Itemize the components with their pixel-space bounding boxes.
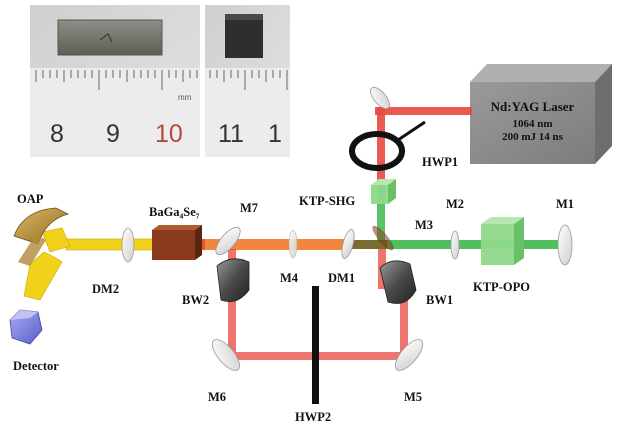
label-m2: M2 [446, 197, 465, 211]
m4-mirror [288, 229, 298, 259]
label-ktp-opo: KTP-OPO [473, 280, 530, 294]
dm1-mirror [341, 229, 355, 259]
m5-mirror [394, 339, 424, 371]
mid-ir-beam [23, 227, 159, 301]
ruler-number-11: 11 [218, 120, 244, 148]
orange-beam [200, 239, 350, 250]
m1-mirror [557, 224, 573, 266]
mixed-beam [345, 240, 387, 249]
ndyag-laser-box [470, 64, 612, 164]
label-ktp-shg: KTP-SHG [299, 194, 356, 208]
label-detector: Detector [13, 359, 59, 373]
label-m1: M1 [556, 197, 575, 211]
laser-specs: 200 mJ 14 ns [502, 131, 563, 143]
label-hwp2: HWP2 [295, 410, 332, 424]
m2-mirror [450, 230, 460, 260]
label-bagase: BaGa₄Se₇ [149, 205, 200, 219]
ruler-unit-mm: mm [178, 93, 192, 102]
label-oap: OAP [17, 192, 44, 206]
oap-mirror [13, 207, 70, 266]
m6-mirror [211, 339, 241, 371]
label-dm2: DM2 [92, 282, 120, 296]
hwp2-waveplate [312, 286, 319, 404]
label-dm1: DM1 [328, 271, 356, 285]
laser-wavelength: 1064 nm [512, 118, 553, 130]
ruler-number-1: 1 [268, 120, 282, 148]
label-m6: M6 [208, 390, 227, 404]
m7-mirror [215, 226, 241, 256]
dm2-mirror [121, 227, 135, 263]
ruler-number-8: 8 [50, 120, 64, 148]
label-bw2: BW2 [182, 293, 210, 307]
ruler-number-9: 9 [106, 120, 120, 148]
bw2-brewster-window [216, 258, 250, 303]
label-m4: M4 [280, 271, 299, 285]
hwp1-waveplate [349, 120, 426, 171]
label-m7: M7 [240, 201, 259, 215]
ktp-opo-crystal [481, 217, 524, 265]
label-hwp1: HWP1 [422, 155, 459, 169]
label-m3: M3 [415, 218, 434, 232]
green-beam-horizontal [385, 240, 571, 249]
photo-inset-left [30, 5, 200, 157]
label-m5: M5 [404, 390, 423, 404]
green-beam-vertical [377, 180, 385, 242]
bagase-crystal [152, 225, 202, 260]
detector [9, 309, 43, 345]
ruler-number-10: 10 [155, 120, 183, 148]
laser-name: Nd:YAG Laser [490, 99, 575, 114]
m3-mirror [372, 225, 394, 251]
photo-inset-right [205, 5, 290, 157]
fold-mirror-top [370, 86, 390, 110]
pump-beam [375, 107, 472, 197]
bw1-brewster-window [379, 260, 417, 304]
ktp-shg-crystal [371, 179, 396, 204]
label-bw1: BW1 [426, 293, 454, 307]
